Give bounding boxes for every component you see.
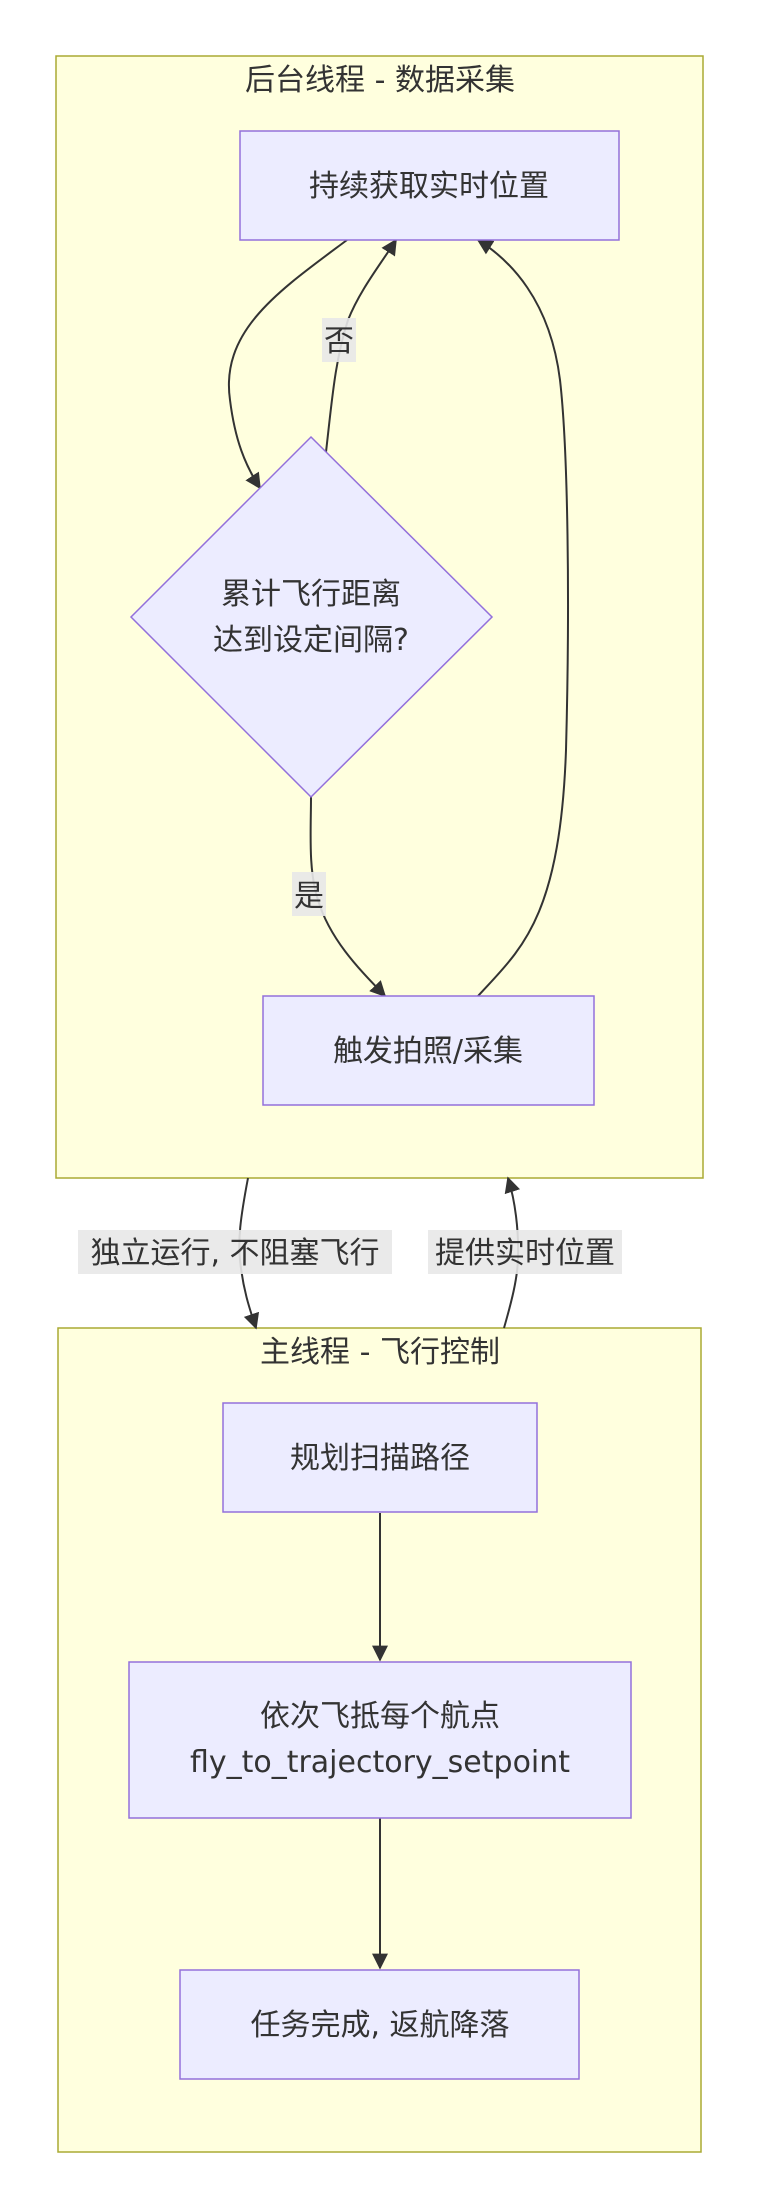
- cluster-main-title: 主线程 - 飞行控制: [260, 1335, 500, 1370]
- decision-line-1: 累计飞行距离: [221, 577, 401, 612]
- svg-text:规划扫描路径: 规划扫描路径: [290, 1441, 470, 1476]
- edge-label-provide: 提供实时位置: [428, 1230, 622, 1274]
- edge-trigger-to-position: [476, 239, 569, 997]
- svg-text:持续获取实时位置: 持续获取实时位置: [309, 169, 549, 204]
- node-plan-path: 规划扫描路径: [222, 1402, 538, 1513]
- edge-position-to-decision: [227, 239, 348, 490]
- edge-label-independent: 独立运行, 不阻塞飞行: [78, 1230, 392, 1274]
- node-mission-complete: 任务完成, 返航降落: [179, 1969, 580, 2080]
- edge-label-yes: 是: [292, 872, 326, 916]
- svg-text:触发拍照/采集: 触发拍照/采集: [333, 1034, 523, 1069]
- node-fly-waypoints: 依次飞抵每个航点 fly_to_trajectory_setpoint: [128, 1661, 632, 1819]
- svg-text:独立运行, 不阻塞飞行: 独立运行, 不阻塞飞行: [90, 1236, 379, 1271]
- fly-line-1: 依次飞抵每个航点: [260, 1699, 500, 1734]
- svg-text:否: 否: [324, 324, 354, 359]
- fly-line-2: fly_to_trajectory_setpoint: [190, 1745, 570, 1780]
- node-trigger-capture: 触发拍照/采集: [262, 995, 595, 1106]
- node-distance-decision: 累计飞行距离 达到设定间隔?: [129, 435, 494, 799]
- svg-text:是: 是: [294, 879, 324, 914]
- edge-label-no: 否: [322, 318, 356, 362]
- decision-line-2: 达到设定间隔?: [213, 623, 409, 658]
- svg-text:提供实时位置: 提供实时位置: [435, 1236, 615, 1271]
- cluster-background-title: 后台线程 - 数据采集: [245, 63, 515, 98]
- node-get-position: 持续获取实时位置: [239, 130, 620, 241]
- svg-text:任务完成, 返航降落: 任务完成, 返航降落: [250, 2008, 509, 2043]
